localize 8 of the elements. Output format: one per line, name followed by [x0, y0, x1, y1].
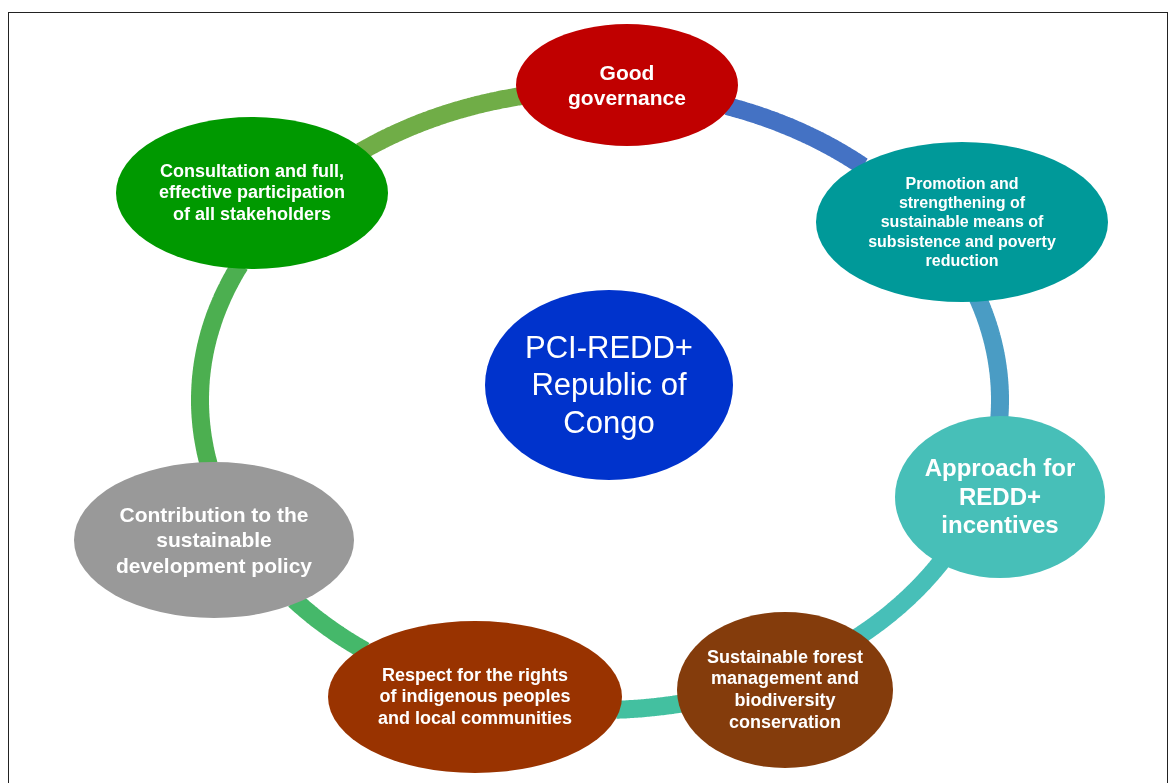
node-label: Consultation and full, effective participation of all stakeholders — [157, 160, 346, 226]
node-label: Approach for REDD+ incentives — [923, 453, 1077, 541]
node-label: Promotion and strengthening of sustainable means of subsistence and poverty reduction — [867, 174, 1057, 270]
node-label: Contribution to the sustainable development policy — [114, 502, 313, 578]
node-label: Respect for the rights of indigenous peoples and local communities — [376, 664, 573, 730]
node-label: Sustainable forest management and biodiversity conservation — [705, 646, 864, 734]
node-label: Good governance — [567, 59, 687, 111]
node-label: PCI-REDD+ Republic of Congo — [524, 329, 694, 441]
